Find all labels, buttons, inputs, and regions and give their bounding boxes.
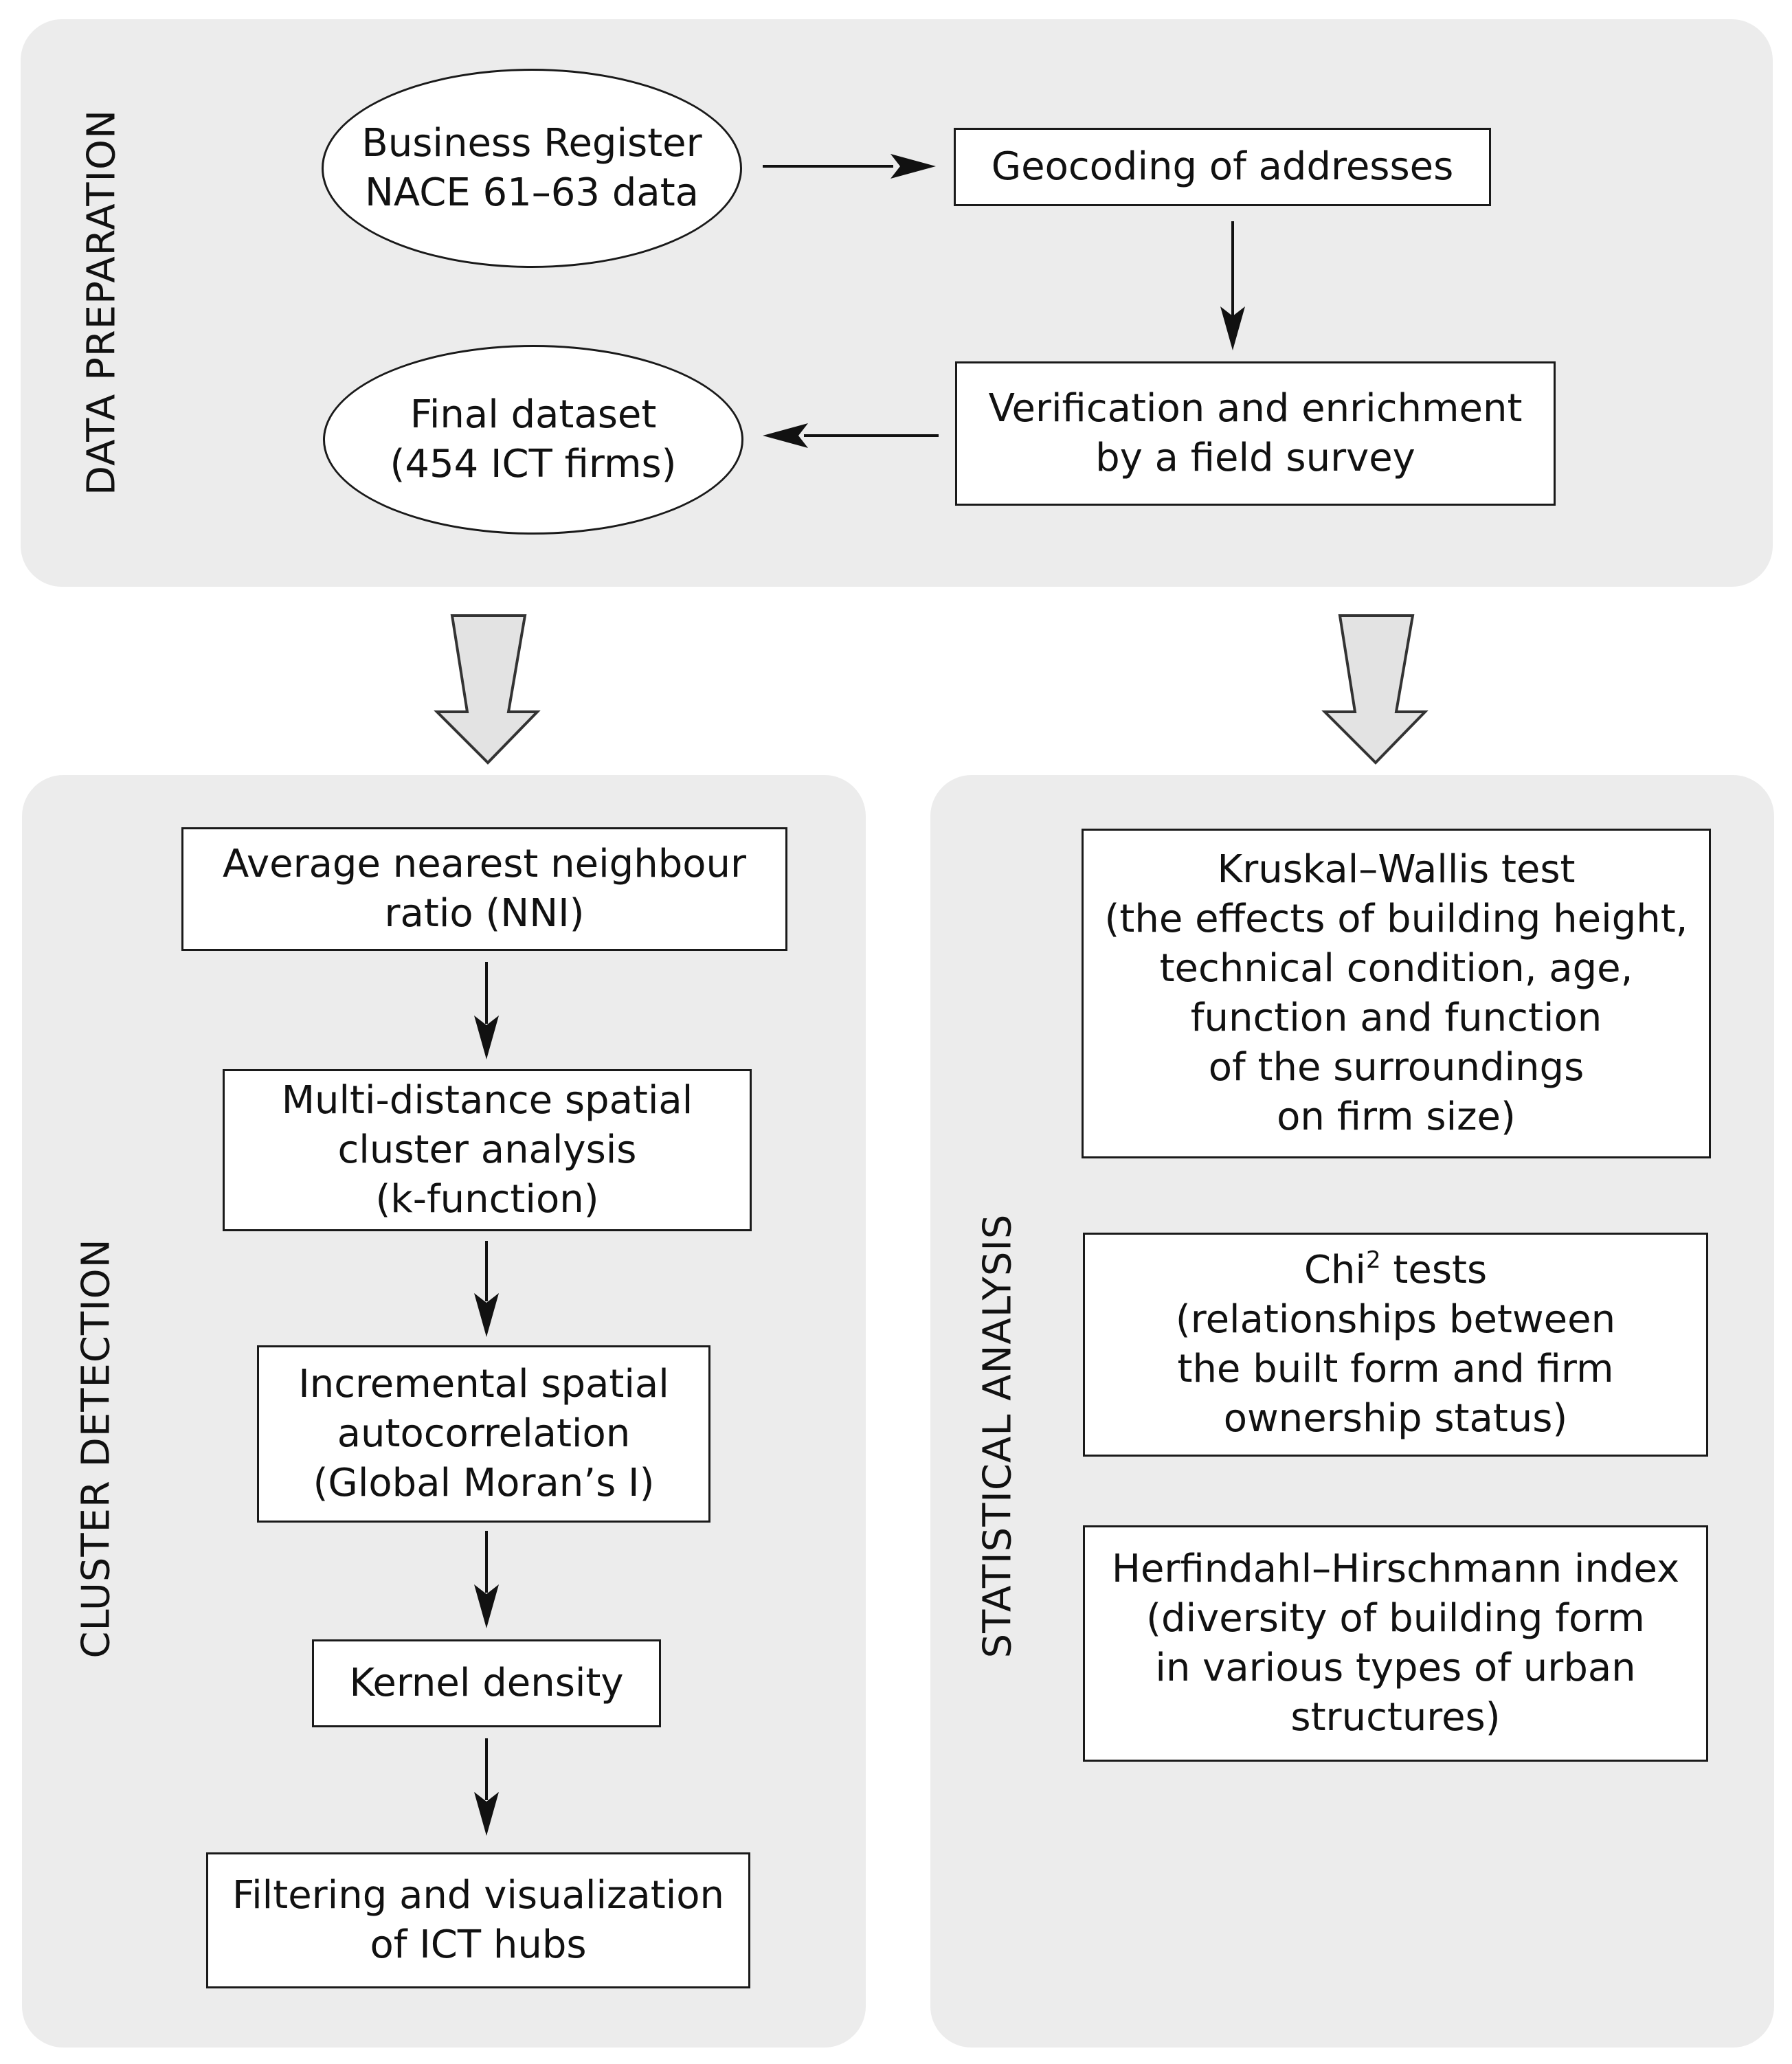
kruskal-wallis-node: Kruskal–Wallis test (the effects of buil… [1082,829,1711,1158]
arrowhead-geocoding-to-verification-icon [1220,306,1245,350]
verification-node: Verification and enrichment by a field s… [955,361,1556,506]
chi-line-1: (relationships between [1175,1297,1616,1342]
kruskal-line-5: of the surroundings [1208,1045,1584,1090]
herfindahl-node: Herfindahl–Hirschmann index (diversity o… [1083,1525,1708,1762]
business-register-line-2: NACE 61–63 data [365,170,699,215]
geocoding-node: Geocoding of addresses [954,128,1491,206]
arrowhead-multi-to-incremental-icon [474,1293,499,1337]
verification-line-2: by a field survey [1095,436,1415,480]
kernel-density-line-1: Kernel density [349,1661,624,1705]
big-arrow-left-icon [434,614,541,765]
arrowhead-verification-to-final-icon [763,423,808,448]
final-dataset-line-1: Final dataset [410,392,657,437]
multi-distance-line-1: Multi-distance spatial [281,1078,693,1123]
kruskal-line-6: on firm size) [1277,1095,1516,1139]
business-register-node: Business Register NACE 61–63 data [322,69,742,268]
chi-square-node: Chi2 tests (relationships between the bu… [1083,1233,1708,1457]
incremental-line-1: Incremental spatial [298,1362,669,1406]
kruskal-line-4: function and function [1190,996,1602,1040]
geocoding-line-1: Geocoding of addresses [991,144,1454,189]
big-arrow-right-icon [1321,614,1429,765]
chi-title-base: Chi [1303,1248,1366,1292]
arrowhead-register-to-geocoding-icon [891,154,936,179]
arrowhead-nni-to-multi-icon [474,1016,499,1059]
herfindahl-line-1: Herfindahl–Hirschmann index [1111,1547,1680,1591]
multi-distance-node: Multi-distance spatial cluster analysis … [223,1069,752,1231]
nni-node: Average nearest neighbour ratio (NNI) [181,827,787,951]
kruskal-line-1: Kruskal–Wallis test [1217,847,1576,892]
verification-line-1: Verification and enrichment [988,386,1523,431]
incremental-line-2: autocorrelation [337,1411,631,1456]
kernel-density-node: Kernel density [312,1639,661,1727]
chi-line-2: the built form and firm [1177,1347,1614,1391]
chi-title-rest: tests [1380,1248,1488,1292]
kruskal-line-3: technical condition, age, [1159,946,1633,991]
arrow-group [474,154,1245,1836]
incremental-line-3: (Global Moran’s I) [313,1461,655,1505]
filtering-line-2: of ICT hubs [370,1922,587,1967]
herfindahl-line-4: structures) [1290,1695,1501,1740]
herfindahl-line-3: in various types of urban [1155,1646,1636,1690]
chi-line-3: ownership status) [1223,1396,1568,1441]
arrowhead-incremental-to-kernel-icon [474,1584,499,1628]
filtering-node: Filtering and visualization of ICT hubs [206,1852,750,1988]
filtering-line-1: Filtering and visualization [232,1873,725,1918]
nni-line-1: Average nearest neighbour [222,842,747,886]
kruskal-line-2: (the effects of building height, [1104,897,1688,941]
chi-title-superscript: 2 [1365,1246,1381,1274]
chi-title: Chi2 tests [1304,1246,1487,1295]
business-register-line-1: Business Register [361,121,702,166]
incremental-node: Incremental spatial autocorrelation (Glo… [257,1345,710,1523]
multi-distance-line-2: cluster analysis [337,1128,637,1172]
nni-line-2: ratio (NNI) [384,891,585,936]
herfindahl-line-2: (diversity of building form [1146,1596,1645,1641]
final-dataset-line-2: (454 ICT firms) [390,442,677,486]
multi-distance-line-3: (k-function) [375,1177,599,1222]
arrowhead-kernel-to-filtering-icon [474,1792,499,1836]
final-dataset-node: Final dataset (454 ICT firms) [323,345,743,535]
